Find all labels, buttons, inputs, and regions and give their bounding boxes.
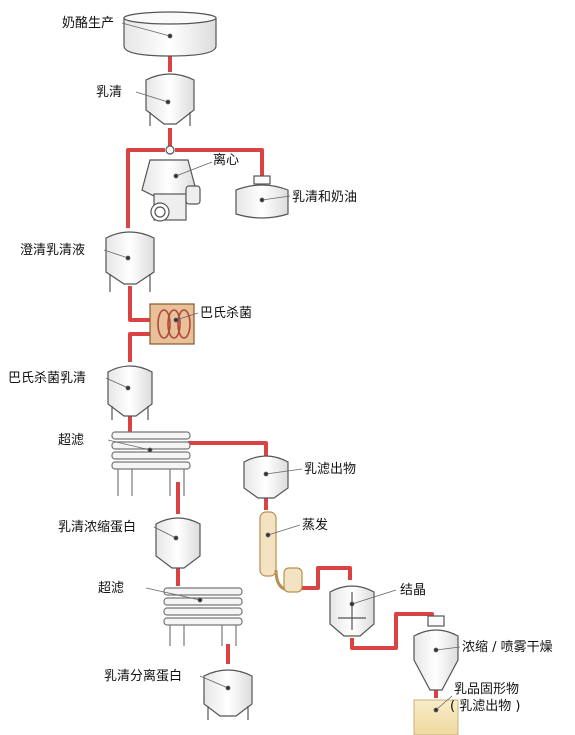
flow-lines	[126, 56, 438, 698]
wpc-tank	[155, 517, 201, 569]
label-clarified-whey: 澄清乳清液	[20, 243, 85, 258]
label-whey-and-cream: 乳清和奶油	[292, 190, 357, 205]
whey-tank	[145, 73, 195, 126]
crystallizer	[329, 585, 375, 637]
flow-pasteurizer-to-past-whey	[128, 332, 150, 362]
label-whey-protein-concentrate: 乳清浓缩蛋白	[58, 519, 136, 535]
flow-centrifuge-to-cream	[175, 148, 264, 178]
evaporator	[259, 511, 303, 593]
label-crystallization: 结晶	[400, 583, 426, 598]
ultrafiltration-unit-1	[111, 431, 191, 496]
flow-uf1-to-permeate	[188, 441, 268, 456]
label-permeate: 乳滤出物	[304, 462, 356, 477]
labels: 奶酪生产 乳清 离心 乳清和奶油 澄清乳清液 巴氏杀菌 巴氏杀菌乳清 超滤 乳滤…	[8, 15, 553, 714]
label-concentrate-spray-dry: 浓缩 / 喷雾干燥	[462, 639, 553, 655]
label-pasteurization: 巴氏杀菌	[200, 306, 252, 321]
spray-dryer	[413, 615, 459, 691]
flow-crystal-to-dryer	[350, 612, 434, 650]
ultrafiltration-unit-2	[163, 587, 243, 646]
label-ultrafiltration-2: 超滤	[98, 581, 124, 596]
label-dairy-solids-permeate: ( 乳滤出物 )	[450, 699, 520, 714]
wpi-tank	[203, 669, 253, 720]
dairy-solids-product	[413, 699, 459, 735]
label-pasteurized-whey: 巴氏杀菌乳清	[8, 371, 86, 386]
leader-lines	[103, 22, 461, 713]
clarified-whey-tank	[105, 231, 155, 292]
flow-centrifuge-to-clarified	[126, 148, 165, 228]
permeate-tank	[243, 455, 289, 499]
label-whey-protein-isolate: 乳清分离蛋白	[104, 668, 182, 684]
label-ultrafiltration-1: 超滤	[58, 433, 84, 448]
label-evaporation: 蒸发	[302, 517, 328, 533]
pasteurized-whey-tank	[107, 365, 153, 420]
centrifuge	[141, 145, 201, 222]
label-cheese-production: 奶酪生产	[62, 15, 114, 31]
label-centrifuge: 离心	[213, 152, 239, 168]
pasteurizer	[149, 303, 195, 345]
label-dairy-solids: 乳品固形物	[454, 682, 519, 697]
flow-evap-to-crystal	[300, 566, 352, 590]
label-whey: 乳清	[96, 85, 122, 100]
flow-clarified-to-pasteurizer	[128, 286, 152, 322]
